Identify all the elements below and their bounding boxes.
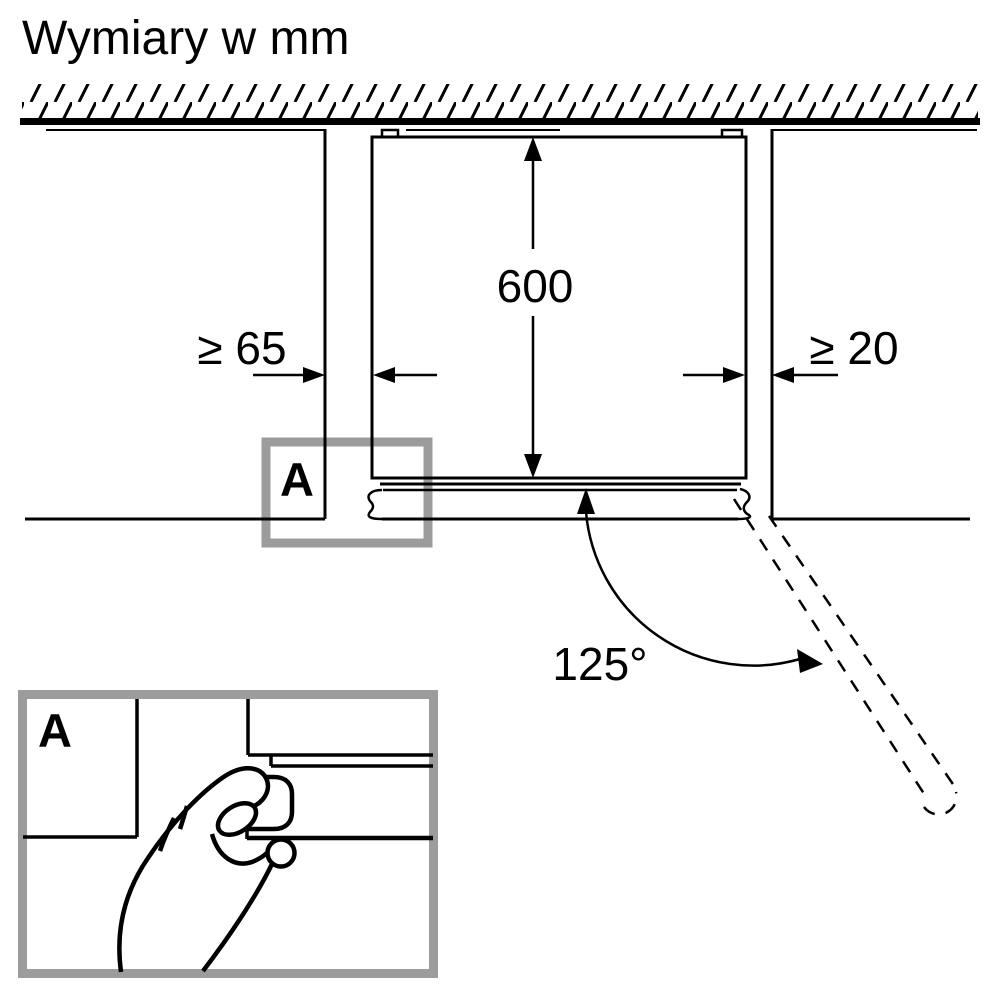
arrow-down-icon [524,454,542,478]
page-title: Wymiary w mm [22,12,350,65]
thumb-tip [265,837,297,869]
right-clearance-dimension: ≥ 20 [683,322,899,383]
appliance-body [370,128,748,480]
knuckle-crease-2 [177,805,190,830]
right-clearance-value: ≥ 20 [809,322,898,374]
left-clearance-dimension: ≥ 65 [197,322,437,383]
open-door-back-dashed [767,515,959,791]
detail-label: A [38,704,72,757]
wall-hatching [22,84,978,118]
depth-dimension: 600 [497,137,574,478]
arrow-right-icon [723,367,745,383]
finger-tip [215,800,259,838]
arc-arrow-up-icon [577,488,595,514]
thumb-palm-line [201,863,275,973]
right-wall-spacer [720,128,744,139]
depth-value: 600 [497,260,574,312]
callout-frame-a [261,437,433,548]
hand-illustration [117,766,297,973]
arc-arrow-end-icon [797,649,823,673]
detail-view-a: A [23,699,433,973]
appliance-door [367,482,752,521]
swing-arc [584,511,801,667]
appliance-outline [370,135,748,480]
open-door-front-dashed [732,498,930,801]
knuckle-crease-1 [157,816,177,852]
hand-outline [117,766,271,973]
door-swing: 125° [552,488,959,816]
callout-label: A [280,453,314,506]
door-handle-groove [367,488,383,521]
open-door-end-cap [922,791,958,816]
left-wall-spacer [380,128,400,139]
arrow-right-icon [303,367,325,383]
wall-line [20,118,980,125]
left-cabinet [25,129,327,521]
arrow-left-icon [772,367,794,383]
arrow-up-icon [524,137,542,161]
right-cabinet [770,129,977,521]
arrow-left-icon [373,367,395,383]
wall [20,84,980,125]
left-clearance-value: ≥ 65 [197,322,286,374]
door-hinge-end [737,487,752,521]
detail-frame-a [18,690,438,978]
door-angle-value: 125° [552,638,647,690]
detail-grip-pocket [247,774,295,832]
